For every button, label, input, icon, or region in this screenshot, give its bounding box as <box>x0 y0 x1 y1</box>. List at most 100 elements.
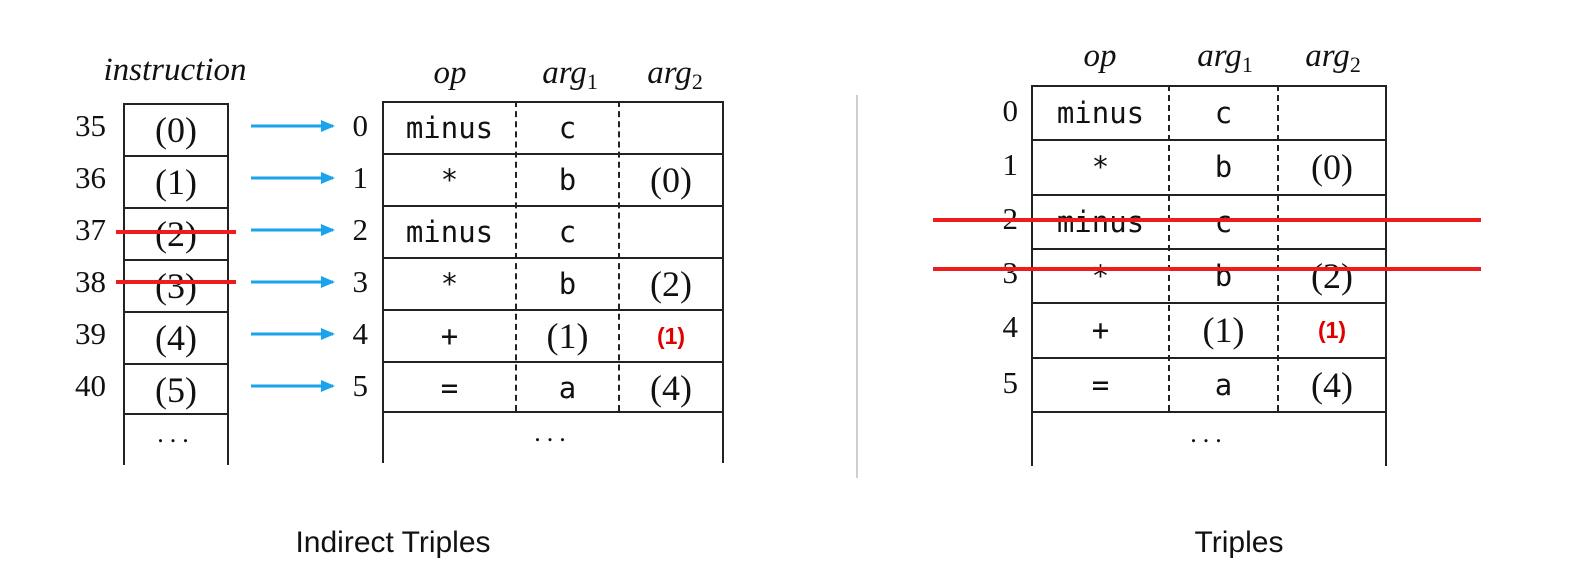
strike-line <box>116 280 236 284</box>
row-index: 5 <box>1002 365 1019 400</box>
row-divider <box>123 311 229 313</box>
instruction-number: 36 <box>75 160 106 195</box>
instruction-number: 35 <box>75 108 106 143</box>
arg2-cell: (0) <box>650 160 692 200</box>
op-cell: = <box>440 371 459 405</box>
arg2-cell: (2) <box>650 264 692 304</box>
row-divider <box>382 101 724 103</box>
arg2-cell <box>1279 195 1385 249</box>
instruction-ref: (1) <box>155 162 197 202</box>
arg2-header: arg2 <box>647 55 703 94</box>
op-cell: * <box>1091 150 1110 184</box>
arg2-cell <box>620 206 722 258</box>
row-divider <box>123 363 229 365</box>
arg2-cell: (4) <box>1311 365 1353 405</box>
row-index: 0 <box>1002 93 1019 128</box>
strike-line <box>933 267 1481 271</box>
arg1-cell: b <box>558 267 577 301</box>
instruction-number: 39 <box>75 316 106 351</box>
op-cell: minus <box>1056 96 1145 130</box>
instruction-ref: (5) <box>155 370 197 410</box>
arg2-cell: (2) <box>1311 256 1353 296</box>
row-divider <box>382 257 724 259</box>
arg1-cell: c <box>558 215 577 249</box>
row-divider <box>123 103 229 105</box>
op-cell: minus <box>405 111 494 145</box>
caption-triples: Triples <box>1194 526 1284 559</box>
arg1-cell: b <box>1214 259 1233 293</box>
row-index: 1 <box>352 160 369 195</box>
instruction-number: 37 <box>75 212 106 247</box>
row-divider <box>1031 85 1387 87</box>
instruction-list-left-border <box>123 103 125 465</box>
instruction-ellipsis: ... <box>157 419 195 448</box>
row-index: 0 <box>352 108 369 143</box>
arg1-cell: (1) <box>1202 310 1245 350</box>
table-right-border <box>722 101 724 463</box>
row-index: 5 <box>352 368 369 403</box>
op-cell: * <box>440 267 459 301</box>
row-divider <box>1031 357 1387 359</box>
row-divider <box>1031 248 1387 250</box>
row-index: 4 <box>1002 309 1019 344</box>
arg1-cell: b <box>558 163 577 197</box>
row-divider <box>123 207 229 209</box>
table-left-border <box>382 101 384 463</box>
table-ellipsis: ... <box>1190 419 1228 448</box>
panel-divider <box>856 95 858 478</box>
row-divider <box>1031 194 1387 196</box>
arg1-cell: c <box>558 111 577 145</box>
arg2-cell: (4) <box>650 368 692 408</box>
op-header: op <box>1083 38 1117 74</box>
instruction-ref: (2) <box>155 214 197 254</box>
instruction-ref: (4) <box>155 318 197 358</box>
pointer-arrows <box>251 120 335 392</box>
strike-line <box>933 218 1481 222</box>
arg2-cell <box>1279 86 1385 140</box>
row-divider <box>382 205 724 207</box>
arg1-cell: a <box>558 371 577 405</box>
table-ellipsis: ... <box>534 418 572 447</box>
op-cell: * <box>440 163 459 197</box>
arg1-header: arg1 <box>1197 38 1253 77</box>
op-header: op <box>433 55 467 91</box>
arg2-cell-highlight: (1) <box>1317 316 1347 343</box>
row-divider <box>1031 302 1387 304</box>
row-index: 2 <box>352 212 369 247</box>
row-index: 3 <box>352 264 369 299</box>
op-cell: minus <box>405 215 494 249</box>
row-divider <box>123 413 229 415</box>
arg1-cell: b <box>1214 150 1233 184</box>
column-separator <box>1277 85 1279 411</box>
instruction-list-right-border <box>227 103 229 465</box>
row-index: 4 <box>352 316 369 351</box>
arg1-cell: (1) <box>546 316 589 356</box>
instruction-header: instruction <box>103 52 247 88</box>
op-cell: minus <box>1056 205 1145 239</box>
instruction-number: 38 <box>75 264 106 299</box>
arg2-cell-highlight: (1) <box>656 322 686 349</box>
instruction-ref: (3) <box>155 266 197 306</box>
op-cell: * <box>1091 259 1110 293</box>
op-cell: = <box>1091 368 1110 402</box>
column-separator <box>515 101 517 411</box>
caption-indirect-triples: Indirect Triples <box>295 526 491 559</box>
row-divider <box>1031 411 1387 413</box>
row-divider <box>123 259 229 261</box>
arg2-cell <box>620 102 722 154</box>
arg2-header: arg2 <box>1305 38 1361 77</box>
op-cell: + <box>440 319 459 353</box>
column-separator <box>1168 85 1170 411</box>
strike-line <box>116 230 236 234</box>
row-divider <box>382 361 724 363</box>
arg1-cell: c <box>1214 205 1233 239</box>
row-divider <box>382 309 724 311</box>
arg1-cell: a <box>1214 368 1233 402</box>
row-divider <box>382 153 724 155</box>
arg1-header: arg1 <box>542 55 598 94</box>
row-index: 1 <box>1002 147 1019 182</box>
instruction-number: 40 <box>75 368 106 403</box>
op-cell: + <box>1091 313 1110 347</box>
row-divider <box>123 155 229 157</box>
row-divider <box>1031 139 1387 141</box>
